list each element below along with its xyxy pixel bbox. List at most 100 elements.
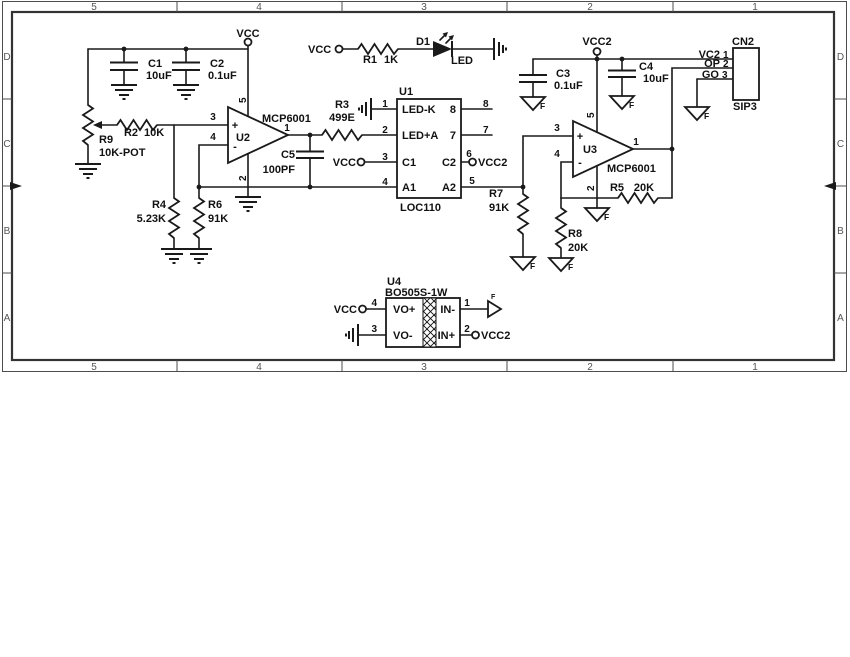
vcc-terminal [356, 157, 366, 167]
refdes: R8 [568, 228, 582, 240]
pin-name: 8 [450, 104, 456, 116]
pin-number: 4 [382, 177, 388, 188]
pin-name: OP [704, 58, 720, 70]
zone-bottom-1: 1 [752, 362, 758, 373]
value: 1K [384, 54, 398, 66]
f-ground-icon [684, 106, 711, 122]
pin-number: 5 [586, 112, 597, 118]
component-C4[interactable]: C4 10uF [608, 61, 669, 85]
wires [87, 44, 734, 336]
component-C1[interactable]: C1 10uF [110, 58, 172, 82]
zone-right-c: C [837, 139, 844, 150]
component-U3[interactable]: U3 MCP6001 + - 3 4 1 5 2 [554, 112, 656, 191]
component-R5[interactable]: R5 20K [610, 182, 659, 204]
zone-bottom-2: 2 [587, 362, 593, 373]
zone-left-c: C [3, 139, 10, 150]
component-C5[interactable]: C5 100PF [263, 149, 324, 176]
vcc2-terminal [592, 47, 602, 56]
resistor-body [555, 207, 567, 249]
refdes: D1 [416, 36, 430, 48]
signal-ground-icon [345, 323, 359, 347]
pin-name: IN+ [438, 330, 455, 342]
pin-name: A2 [442, 182, 456, 194]
plus-sign: + [577, 131, 583, 143]
component-D1[interactable]: D1 LED [416, 32, 473, 67]
f-ground-icon [520, 96, 547, 112]
zone-top-2: 2 [587, 2, 593, 13]
vcc-terminal [334, 44, 344, 54]
component-R2[interactable]: R2 10K [116, 119, 164, 139]
component-C3[interactable]: C3 0.1uF [519, 68, 583, 92]
value: 10uF [146, 70, 172, 82]
net-vcc-u4: VCC [334, 304, 367, 316]
refdes: R9 [99, 134, 113, 146]
net-vcc-d1: VCC [308, 44, 344, 56]
zone-left-b: B [4, 226, 11, 237]
resistor-body [168, 197, 180, 239]
f-ground-icon [510, 256, 537, 272]
vcc-label: VCC [333, 157, 356, 169]
pin-number: 1 [382, 99, 388, 110]
svg-text:F: F [491, 294, 496, 301]
component-U2[interactable]: U2 MCP6001 + - 3 4 1 5 2 [210, 97, 311, 181]
component-R7[interactable]: R7 91K [489, 188, 529, 235]
value: 91K [208, 213, 228, 225]
pin-number: 1 [464, 298, 470, 309]
refdes: C4 [639, 61, 654, 73]
pin-name: C2 [442, 157, 456, 169]
sheet-frame: 5 4 3 2 1 5 4 3 2 1 D C B A D C B A [2, 1, 847, 373]
zone-right-b: B [837, 226, 844, 237]
component-R3[interactable]: R3 499E [321, 99, 363, 141]
refdes: R5 [610, 182, 624, 194]
vcc-terminal [243, 37, 253, 47]
pin-number: 5 [238, 97, 249, 103]
pin-number: 6 [466, 149, 472, 160]
value: 499E [329, 112, 355, 124]
zone-bottom-3: 3 [421, 362, 427, 373]
value: BO505S-1W [385, 287, 448, 299]
pin-number: 2 [464, 324, 470, 335]
net-vcc2-u4: VCC2 [471, 330, 510, 342]
refdes: CN2 [732, 36, 754, 48]
pin-name: LED+A [402, 130, 438, 142]
connector-body [732, 47, 760, 101]
net-vcc2-top: VCC2 [582, 36, 612, 56]
pin-number: 3 [382, 152, 388, 163]
component-R8[interactable]: R8 20K [555, 207, 588, 254]
refdes: U1 [399, 86, 413, 98]
pin-number: 8 [483, 99, 489, 110]
component-CN2[interactable]: CN2 SIP3 VC2 1 OP 2 GO 3 [699, 36, 760, 113]
f-ground-icon [584, 207, 611, 223]
refdes: U3 [583, 144, 597, 156]
signal-ground-icon [110, 84, 138, 100]
refdes: R1 [363, 54, 377, 66]
component-U1[interactable]: U1 LOC110 1 2 3 4 LED-K LED+A C1 A1 8 7 … [382, 86, 489, 214]
opamp-triangle [227, 105, 291, 165]
led-emission-arrowhead [448, 35, 454, 41]
zone-top-3: 3 [421, 2, 427, 13]
component-R4[interactable]: R4 5.23K [137, 197, 180, 239]
component-U4[interactable]: U4 BO505S-1W 4 3 VO+ VO- IN- IN+ 1 2 [371, 276, 470, 348]
value: 100PF [263, 164, 296, 176]
component-C2[interactable]: C2 0.1uF [172, 58, 237, 82]
pin-number: 5 [469, 176, 475, 187]
pin-number: 1 [633, 137, 639, 148]
pin-number: 2 [586, 185, 597, 191]
isolation-barrier [422, 297, 437, 348]
refdes: U4 [387, 276, 402, 288]
component-R9[interactable]: R9 10K-POT [82, 104, 146, 159]
signal-ground-icon [185, 248, 213, 264]
signal-ground-icon [172, 84, 200, 100]
pin-number: 3 [210, 112, 216, 123]
component-R6[interactable]: R6 91K [193, 197, 228, 239]
pin-number: 2 [382, 125, 388, 136]
component-R1[interactable]: R1 1K [357, 43, 399, 66]
value: 5.23K [137, 213, 166, 225]
vcc-label: VCC [334, 304, 357, 316]
vcc2-terminal [471, 330, 480, 340]
led-emission-arrowhead [442, 32, 448, 38]
refdes: C2 [210, 58, 224, 70]
pin-number: 1 [284, 123, 290, 134]
net-vcc-u1: VCC [333, 157, 366, 169]
